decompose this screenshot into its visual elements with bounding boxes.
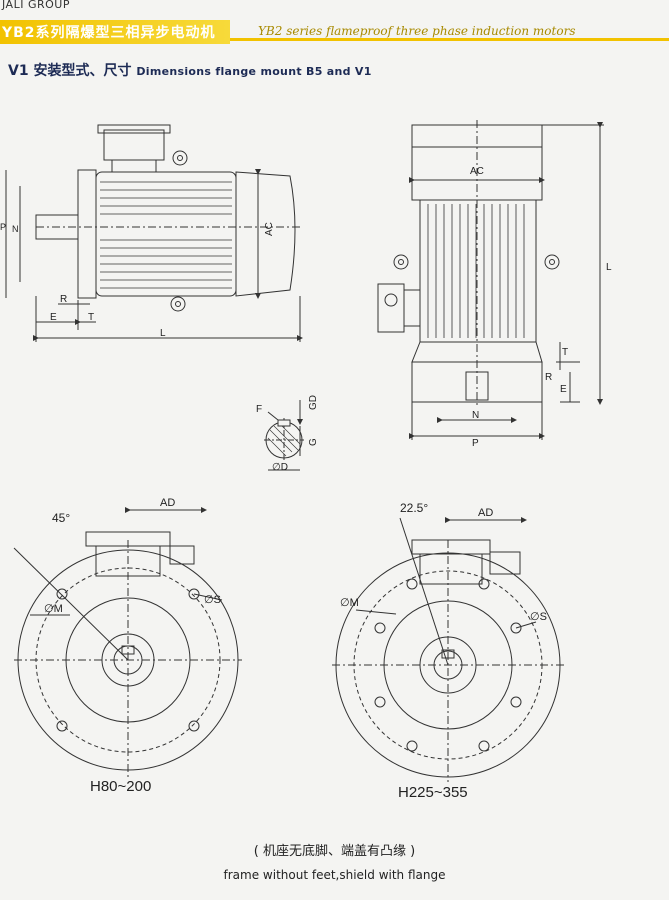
section-title-cn: V1 安装型式、尺寸 [8, 63, 132, 79]
side-terminal-box [103, 129, 165, 161]
large-label-ad: AD [478, 507, 493, 519]
side-label-t: T [88, 312, 94, 323]
small-label-s: ∅S [204, 594, 221, 606]
range-label-small: H80~200 [90, 778, 152, 795]
small-label-angle: 45° [52, 511, 70, 525]
shaft-label-gd: GD [308, 395, 319, 410]
vertical-view-motor [377, 120, 604, 440]
side-label-l: L [160, 328, 166, 339]
caption-cn: ( 机座无底脚、端盖有凸缘 ) [253, 844, 416, 859]
flange-front-small [13, 507, 242, 778]
side-view-motor [5, 124, 303, 342]
side-flange [77, 169, 97, 299]
side-fins [100, 181, 232, 289]
small-label-ad: AD [160, 497, 175, 509]
title-banner [0, 20, 669, 44]
banner-yellow-block [0, 20, 230, 44]
banner-rule [230, 38, 669, 41]
shaft-label-g: G [308, 438, 319, 446]
large-label-angle: 22.5° [400, 501, 428, 515]
vert-label-p: P [472, 438, 479, 449]
shaft-section [264, 400, 304, 471]
side-fan-cover [235, 171, 296, 297]
vert-label-ac: AC [470, 166, 484, 177]
large-terminal-top [411, 539, 491, 555]
vert-terminal-box [377, 283, 405, 333]
vert-body [419, 199, 537, 343]
caption-en: frame without feet,shield with flange [223, 868, 446, 882]
shaft-label-d: ∅D [272, 462, 288, 473]
side-label-ac: AC [264, 222, 275, 236]
small-label-m: ∅M [44, 603, 63, 615]
vert-label-t: T [562, 347, 568, 358]
range-label-large: H225~355 [398, 784, 468, 801]
vert-label-r: R [545, 372, 552, 383]
vert-label-n: N [472, 410, 479, 421]
large-label-s: ∅S [530, 611, 547, 623]
small-terminal-box [95, 545, 161, 577]
vert-label-l: L [606, 262, 612, 273]
side-body [95, 171, 237, 297]
page-title-en: YB2 series flameproof three phase induct… [258, 24, 576, 38]
large-terminal-box [419, 553, 483, 585]
page-title-cn: YB2系列隔爆型三相异步电动机 [2, 25, 216, 41]
side-label-r: R [60, 294, 67, 305]
side-label-n: N [12, 224, 19, 234]
vert-label-e: E [560, 384, 567, 395]
side-label-e: E [50, 312, 57, 323]
section-heading: V1 安装型式、尺寸 Dimensions flange mount B5 an… [8, 60, 372, 80]
side-label-p: P [0, 222, 6, 232]
brand-name: JALI GROUP [2, 0, 70, 11]
large-label-m: ∅M [340, 597, 359, 609]
section-title-en: Dimensions flange mount B5 and V1 [136, 65, 372, 78]
shaft-label-f: F [256, 404, 262, 415]
vert-fins [427, 204, 525, 338]
flange-front-large [332, 517, 564, 782]
